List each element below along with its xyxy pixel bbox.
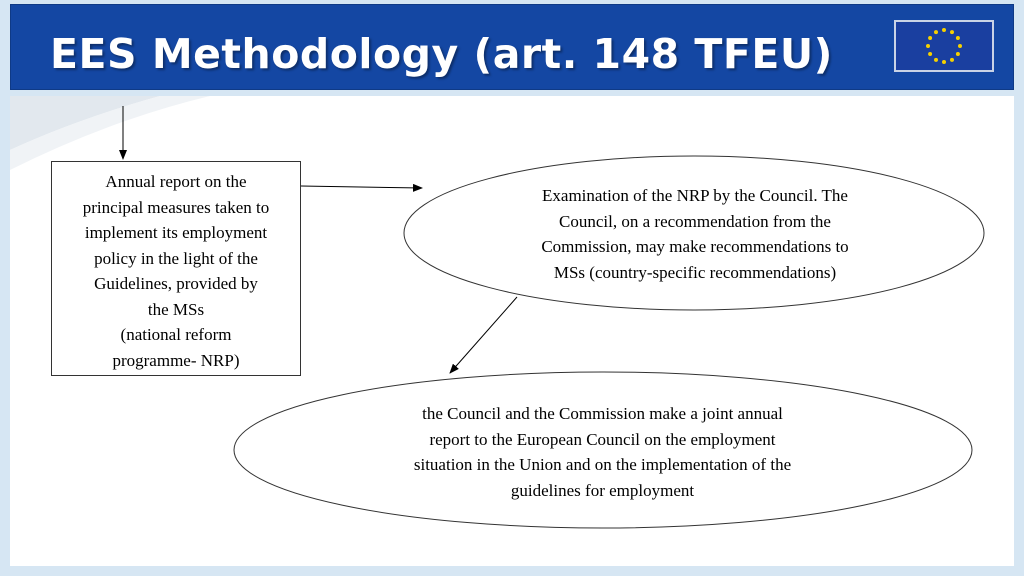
ellipse-joint-report (233, 371, 973, 529)
ellipse-bottom-line: report to the European Council on the em… (429, 429, 776, 449)
ellipse-top-line: Council, on a recommendation from the (559, 211, 831, 231)
decorative-swoosh (10, 96, 160, 150)
title-bar (10, 4, 1014, 90)
page-title: EES Methodology (art. 148 TFEU) (50, 30, 833, 78)
ellipse-top-line: Commission, may make recommendations to (541, 237, 849, 256)
arrow-box-to-ellipse (300, 183, 423, 192)
box-line: (national reform (120, 325, 232, 344)
ellipse-top-text: Examination of the NRP by the Council. T… (470, 183, 920, 285)
box-line: Guidelines, provided by (94, 274, 258, 293)
ellipse-bottom-line: guidelines for employment (510, 480, 695, 500)
box-line: policy in the light of the (94, 248, 258, 268)
box-line: principal measures taken to (82, 197, 270, 217)
ellipse-top-line: MSs (country-specific recommendations) (553, 262, 837, 282)
eu-flag-icon (894, 20, 994, 72)
ellipse-council-examination (403, 155, 985, 311)
annual-report-box: Annual report on the principal measures … (51, 161, 301, 376)
ellipse-bottom-text: the Council and the Commission make a jo… (350, 401, 855, 503)
box-line: programme- NRP) (112, 350, 240, 370)
box-line: the MSs (147, 299, 205, 319)
box-line: Annual report on the (105, 172, 247, 191)
arrow-ellipse-to-ellipse (449, 296, 518, 374)
ellipse-top-line: Examination of the NRP by the Council. T… (542, 186, 848, 205)
ellipse-bottom-line: the Council and the Commission make a jo… (422, 404, 783, 423)
box-line: implement its employment (84, 223, 268, 242)
ellipse-bottom-line: situation in the Union and on the implem… (413, 455, 792, 474)
decorative-swoosh-light (10, 96, 210, 170)
